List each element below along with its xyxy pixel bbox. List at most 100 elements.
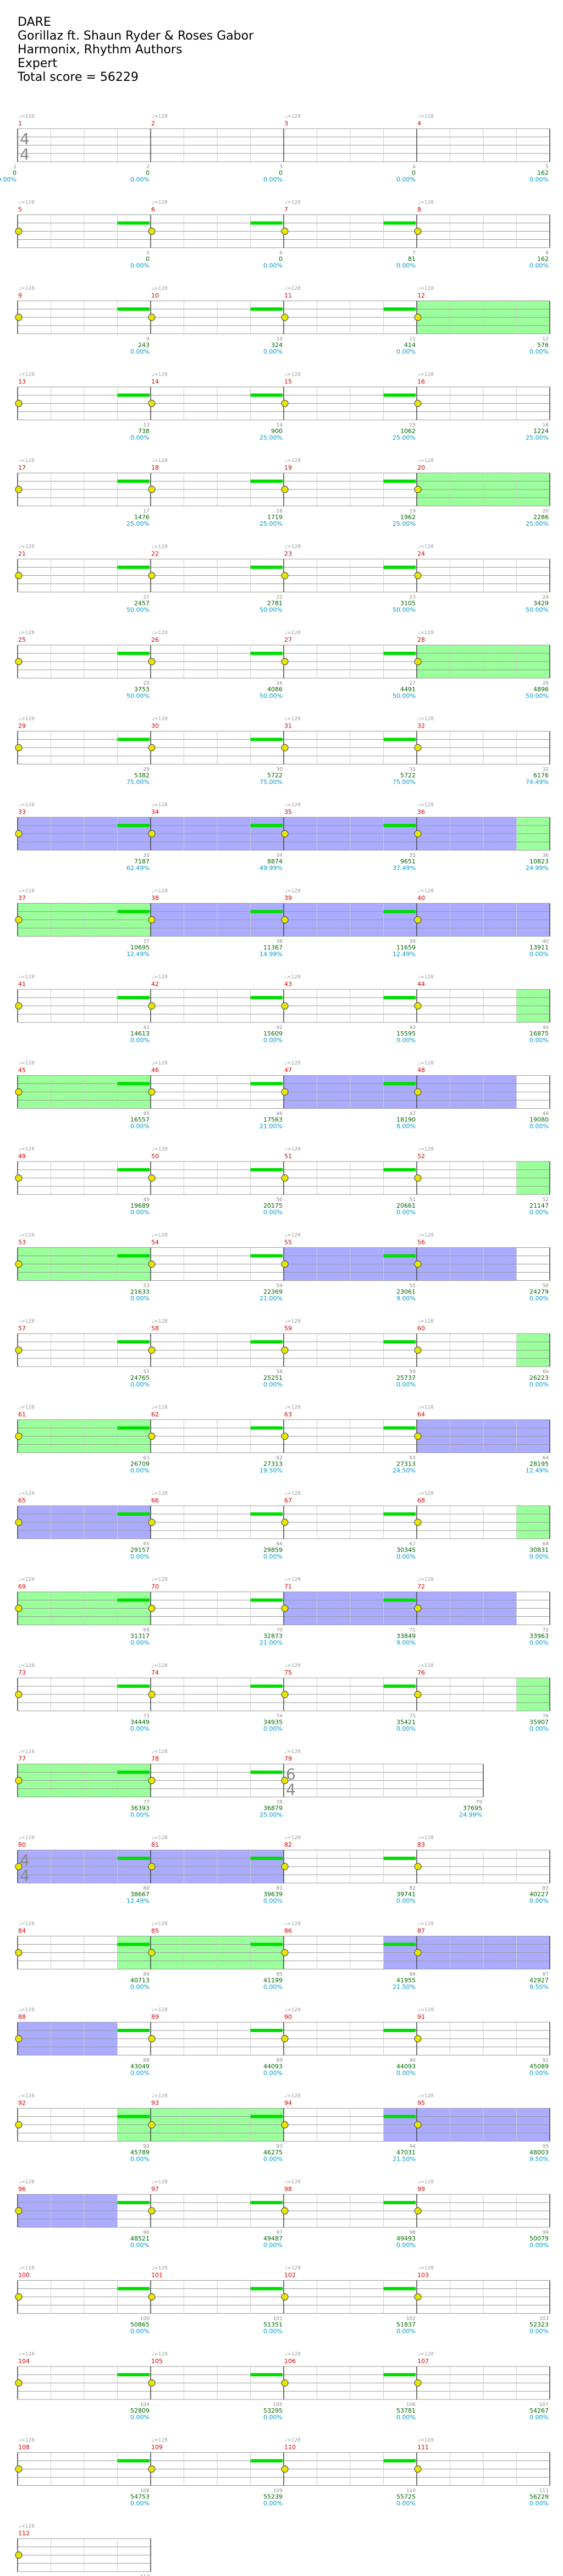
tempo-mark: ♩=128 <box>418 2438 434 2443</box>
measure-percent: 0.00% <box>263 1037 283 1044</box>
measure-percent: 0.00% <box>529 1897 549 1905</box>
measure-score: 31317 <box>130 1633 150 1640</box>
measure-score: 0 <box>146 169 150 177</box>
measure-number: 38 <box>151 895 159 902</box>
measure-number: 71 <box>284 1583 292 1590</box>
measure-score: 42927 <box>529 1977 549 1984</box>
measure-percent: 0.00% <box>396 2242 416 2249</box>
tempo-mark: ♩=128 <box>285 2179 301 2185</box>
measure-percent: 0.00% <box>396 2069 416 2077</box>
note-gem <box>15 227 23 235</box>
tempo-mark: ♩=128 <box>19 1835 35 1841</box>
beat-count: 77 <box>143 1800 150 1806</box>
measure-number: 57 <box>18 1325 26 1332</box>
tempo-mark: ♩=128 <box>285 975 301 980</box>
measure-number: 99 <box>417 2186 425 2193</box>
measure-number: 68 <box>417 1497 425 1504</box>
measure-score: 25737 <box>396 1374 416 1381</box>
measure-percent: 0.00% <box>130 262 150 269</box>
tempo-mark: ♩=128 <box>418 1835 434 1841</box>
measure-score: 11659 <box>396 944 416 951</box>
measure-percent: 24.99% <box>459 1812 482 1819</box>
measure-number: 29 <box>18 723 26 730</box>
measure-percent: 0.00% <box>396 1553 416 1560</box>
measure-percent: 0.00% <box>130 2500 150 2507</box>
tempo-mark: ♩=128 <box>152 1577 168 1583</box>
tempo-mark: ♩=128 <box>418 458 434 464</box>
tempo-mark: ♩=128 <box>285 458 301 464</box>
beat-count: 78 <box>277 1800 283 1806</box>
measure-percent: 0.00% <box>396 176 416 183</box>
beat-count: 39 <box>410 939 416 945</box>
measure-number: 17 <box>18 464 26 471</box>
beat-count: 100 <box>140 2316 150 2322</box>
note-gem <box>148 1948 156 1957</box>
tempo-mark: ♩=128 <box>152 2179 168 2185</box>
measure-percent: 0.00% <box>529 1209 549 1216</box>
tempo-mark: ♩=128 <box>418 2352 434 2357</box>
beat-count: 60 <box>543 1369 549 1375</box>
measure-percent: 0.00% <box>529 1123 549 1130</box>
tempo-mark: ♩=128 <box>152 1319 168 1324</box>
beat-count: 67 <box>410 1542 416 1547</box>
measure-number: 65 <box>18 1497 26 1504</box>
measure-score: 15595 <box>396 1030 416 1037</box>
beat-count: 53 <box>143 1284 150 1289</box>
measure-number: 100 <box>18 2272 30 2279</box>
tempo-mark: ♩=128 <box>152 1061 168 1066</box>
tempo-mark: ♩=128 <box>152 286 168 291</box>
measure-percent: 0.00% <box>130 2069 150 2077</box>
beat-count: 45 <box>143 1111 150 1117</box>
measure-percent: 75.00% <box>126 779 150 786</box>
note-gem <box>414 2035 422 2043</box>
beat-count: 8 <box>545 251 549 256</box>
measure-score: 1962 <box>400 514 416 521</box>
measure-score: 0 <box>13 169 16 177</box>
note-gem <box>15 486 23 493</box>
note-gem <box>15 2293 23 2301</box>
beat-count: 104 <box>140 2402 150 2408</box>
measure-number: 28 <box>417 636 425 643</box>
beat-count: 43 <box>410 1025 416 1031</box>
beat-count: 25 <box>143 681 150 686</box>
measure-percent: 0.00% <box>529 1381 549 1388</box>
measure-percent: 0.00% <box>130 1725 150 1732</box>
measure-number: 24 <box>417 551 425 558</box>
measure-number: 49 <box>18 1153 26 1160</box>
measure-score: 4086 <box>267 686 283 693</box>
measure-percent: 0.00% <box>529 2500 549 2507</box>
note-gem <box>414 1948 422 1957</box>
beat-count: 86 <box>410 1972 416 1978</box>
note-gem <box>414 830 422 838</box>
note-gem <box>281 227 289 235</box>
measure-score: 162 <box>537 169 549 177</box>
measure-percent: 0.00% <box>130 1295 150 1302</box>
note-gem <box>414 2379 422 2387</box>
measure-percent: 0.00% <box>529 348 549 355</box>
beat-count: 5 <box>545 164 549 170</box>
measure-percent: 0.00% <box>130 2156 150 2163</box>
measure-score: 24279 <box>529 1289 549 1296</box>
tempo-mark: ♩=128 <box>285 1405 301 1411</box>
tempo-mark: ♩=128 <box>152 2094 168 2099</box>
measure-percent: 21.50% <box>393 1984 416 1991</box>
measure-score: 16875 <box>529 1030 549 1037</box>
beat-count: 84 <box>143 1972 150 1978</box>
beat-count: 34 <box>277 853 283 858</box>
beat-count: 103 <box>539 2316 549 2322</box>
note-gem <box>414 916 422 924</box>
tempo-mark: ♩=128 <box>19 1147 35 1152</box>
measure-number: 26 <box>151 636 159 643</box>
beat-count: 85 <box>277 1972 283 1978</box>
measure-number: 58 <box>151 1325 159 1332</box>
measure-percent: 25.00% <box>260 434 283 442</box>
measure-percent: 0.00% <box>130 348 150 355</box>
measure-percent: 0.00% <box>130 1553 150 1560</box>
note-gem <box>15 1432 23 1440</box>
measure-number: 50 <box>151 1153 159 1160</box>
beat-count: 98 <box>410 2230 416 2236</box>
tempo-mark: ♩=128 <box>19 1577 35 1583</box>
measure-score: 40227 <box>529 1891 549 1898</box>
tempo-mark: ♩=128 <box>152 717 168 722</box>
